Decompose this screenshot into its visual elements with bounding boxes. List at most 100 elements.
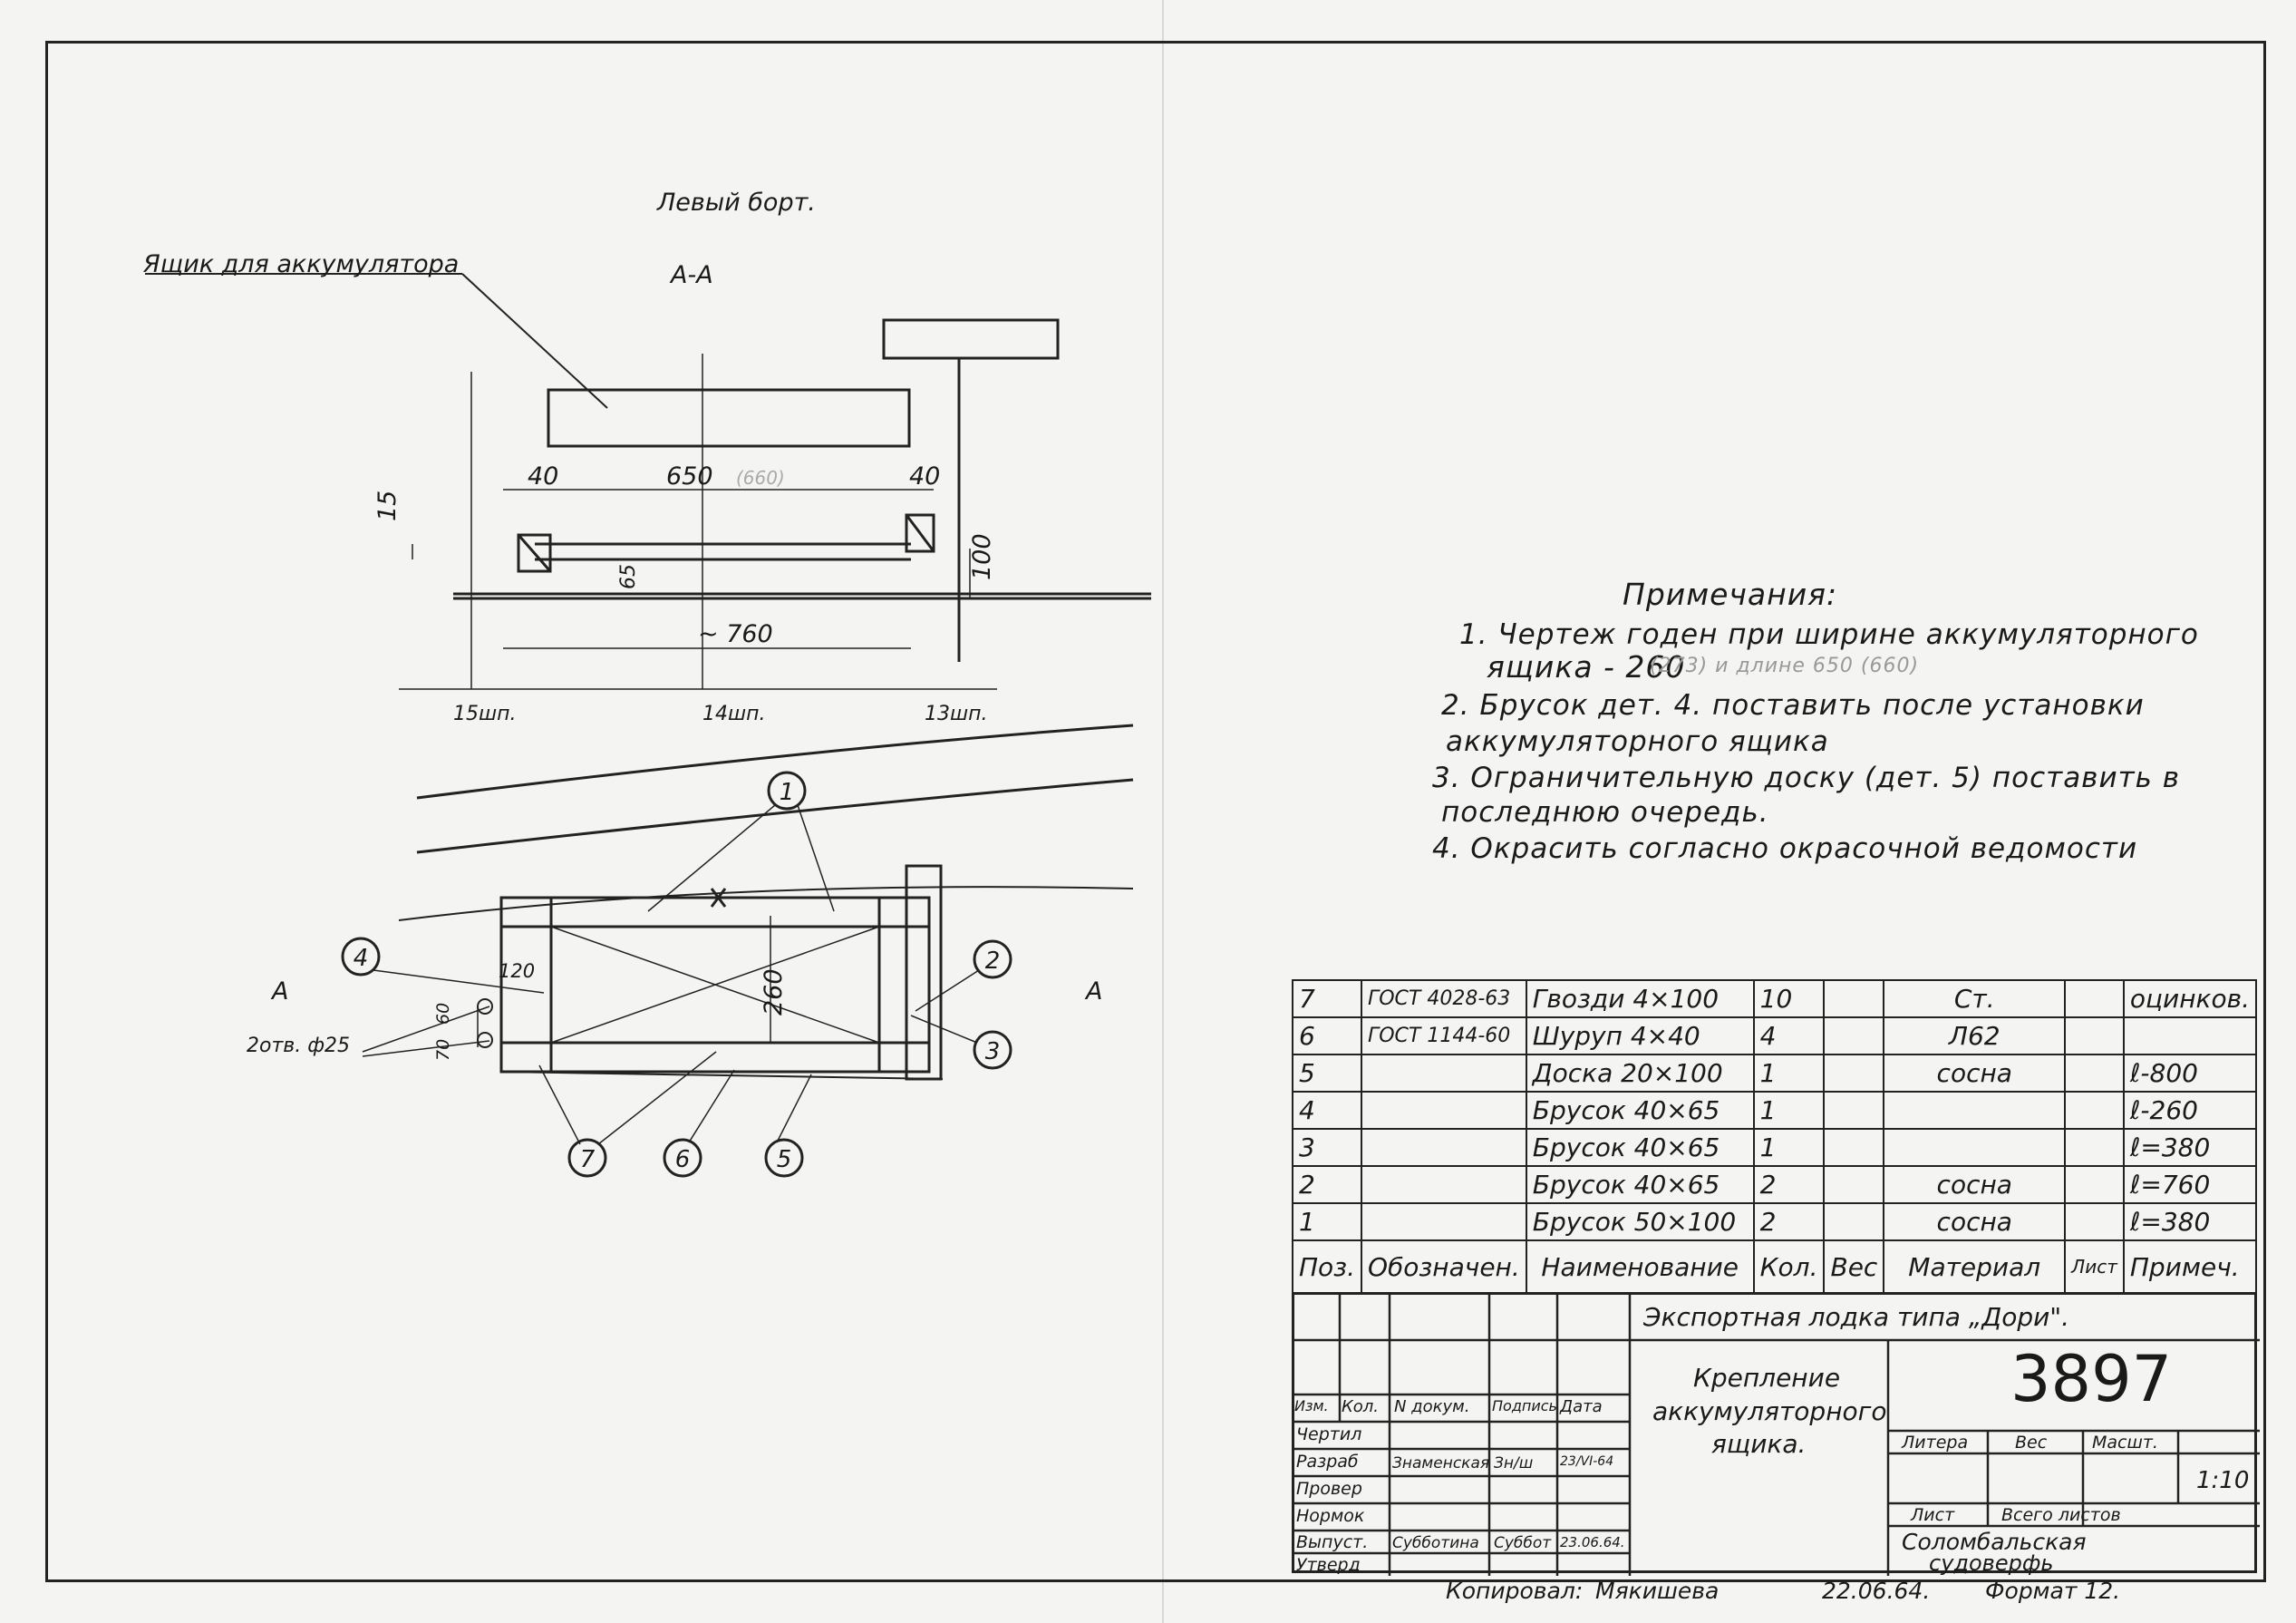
litera-label: Литера (1902, 1433, 1969, 1453)
role-normok: Нормок (1296, 1506, 1365, 1526)
spec-weight (1823, 1016, 1885, 1055)
spec-qty: 1 (1752, 1091, 1826, 1130)
dim-60: 60 (433, 1003, 453, 1025)
spec-remark: оцинков. (2122, 979, 2258, 1018)
note-1: 1. Чертеж годен при ширине аккумуляторно… (1459, 618, 2199, 651)
hdr-designation: Обозначен. (1360, 1239, 1527, 1294)
spec-pos: 7 (1292, 979, 1362, 1018)
dim-650-faint: (660) (736, 467, 785, 489)
spec-qty: 2 (1752, 1202, 1826, 1241)
hole-1 (477, 998, 493, 1015)
note-2-cont: аккумуляторного ящика (1446, 725, 1829, 758)
hdr-pos: Поз. (1292, 1239, 1362, 1294)
spec-sheet (2064, 1016, 2125, 1055)
col-podp: Подпись (1492, 1397, 1557, 1414)
spec-weight (1823, 1054, 1885, 1093)
hdr-weight: Вес (1823, 1239, 1885, 1294)
spec-name: Брусок 50×100 (1525, 1202, 1755, 1241)
fold-line (1162, 0, 1164, 1623)
org-line-1: Соломбальская (1902, 1529, 2087, 1555)
spec-name: Доска 20×100 (1525, 1054, 1755, 1093)
dim-760: ~ 760 (698, 620, 773, 648)
note-1-faint: (273) и длине 650 (660) (1650, 655, 1920, 677)
spec-pos: 4 (1292, 1091, 1362, 1130)
hole-2 (477, 1032, 493, 1048)
leader-label: Ящик для аккумулятора (142, 250, 459, 278)
section-mark-right: А (1084, 977, 1102, 1006)
bar-section-left (517, 533, 552, 573)
dim-70: 70 (433, 1039, 453, 1061)
view-title: Левый борт. (656, 189, 816, 217)
scale-value: 1:10 (2196, 1467, 2250, 1494)
role-vypust: Выпуст. (1296, 1532, 1369, 1552)
ves-label: Вес (2015, 1433, 2048, 1453)
masht-label: Масшт. (2092, 1433, 2158, 1453)
notes-title: Примечания: (1623, 577, 1838, 612)
dim-260: 260 (760, 968, 788, 1016)
copied-date: 22.06.64. (1822, 1578, 1931, 1604)
spec-weight (1823, 979, 1885, 1018)
spec-remark: ℓ-800 (2122, 1054, 2258, 1093)
spec-remark: ℓ-260 (2122, 1091, 2258, 1130)
spec-material: сосна (1883, 1202, 2067, 1241)
spec-designation: ГОСТ 1144-60 (1360, 1016, 1527, 1055)
spec-name: Брусок 40×65 (1525, 1128, 1755, 1167)
spec-weight (1823, 1091, 1885, 1130)
dim-15: 15 (373, 491, 402, 521)
spec-pos: 3 (1292, 1128, 1362, 1167)
dim-65: 65 (617, 564, 640, 589)
callout-7: 7 (580, 1146, 596, 1173)
role-chertil: Чертил (1296, 1424, 1362, 1444)
battery-box-plan (499, 896, 931, 1074)
spec-qty: 1 (1752, 1054, 1826, 1093)
callout-3: 3 (985, 1038, 1001, 1065)
hdr-sheet: Лист (2064, 1239, 2125, 1294)
callout-5: 5 (777, 1146, 792, 1173)
spec-sheet (2064, 1054, 2125, 1093)
vypust-name: Субботина (1392, 1534, 1479, 1552)
gunwale-curve-1 (416, 724, 1134, 800)
gunwale-curve-2 (416, 778, 1134, 854)
dim-40-left: 40 (528, 462, 558, 491)
section-label: А-А (669, 261, 713, 289)
note-4: 4. Окрасить согласно окрасочной ведомост… (1432, 832, 2138, 865)
frame-15-label: 15шп. (453, 703, 517, 725)
razrab-sign: Зн/ш (1494, 1454, 1534, 1472)
spec-sheet (2064, 979, 2125, 1018)
vsego-label: Всего листов (2001, 1505, 2121, 1525)
spec-remark: ℓ=380 (2122, 1128, 2258, 1167)
list-label: Лист (1911, 1505, 1955, 1525)
section-mark-left: А (270, 977, 288, 1006)
spec-designation (1360, 1165, 1527, 1204)
callout-1: 1 (780, 779, 795, 806)
spec-weight (1823, 1165, 1885, 1204)
spec-material: сосна (1883, 1165, 2067, 1204)
dim-650: 650 (666, 462, 713, 491)
hdr-name: Наименование (1525, 1239, 1755, 1294)
spec-qty: 4 (1752, 1016, 1826, 1055)
hdr-remark: Примеч. (2122, 1239, 2258, 1294)
note-2: 2. Брусок дет. 4. поставить после устано… (1441, 689, 2145, 722)
col-ndoc: N докум. (1394, 1397, 1470, 1416)
spec-material (1883, 1091, 2067, 1130)
dim-100: 100 (968, 533, 996, 580)
spec-material (1883, 1128, 2067, 1167)
format-label: Формат 12. (1985, 1578, 2121, 1604)
spec-designation (1360, 1202, 1527, 1241)
copied-sign: Мякишева (1595, 1578, 1720, 1604)
copied-label: Копировал: (1446, 1578, 1584, 1604)
role-utverd: Утверд (1296, 1555, 1361, 1575)
hdr-qty: Кол. (1752, 1239, 1826, 1294)
spec-sheet (2064, 1165, 2125, 1204)
bar-section-right (905, 513, 935, 553)
stop-board (905, 864, 943, 1081)
note-3-cont: последнюю очередь. (1441, 796, 1769, 829)
spec-qty: 2 (1752, 1165, 1826, 1204)
leader-arrow (461, 273, 608, 409)
